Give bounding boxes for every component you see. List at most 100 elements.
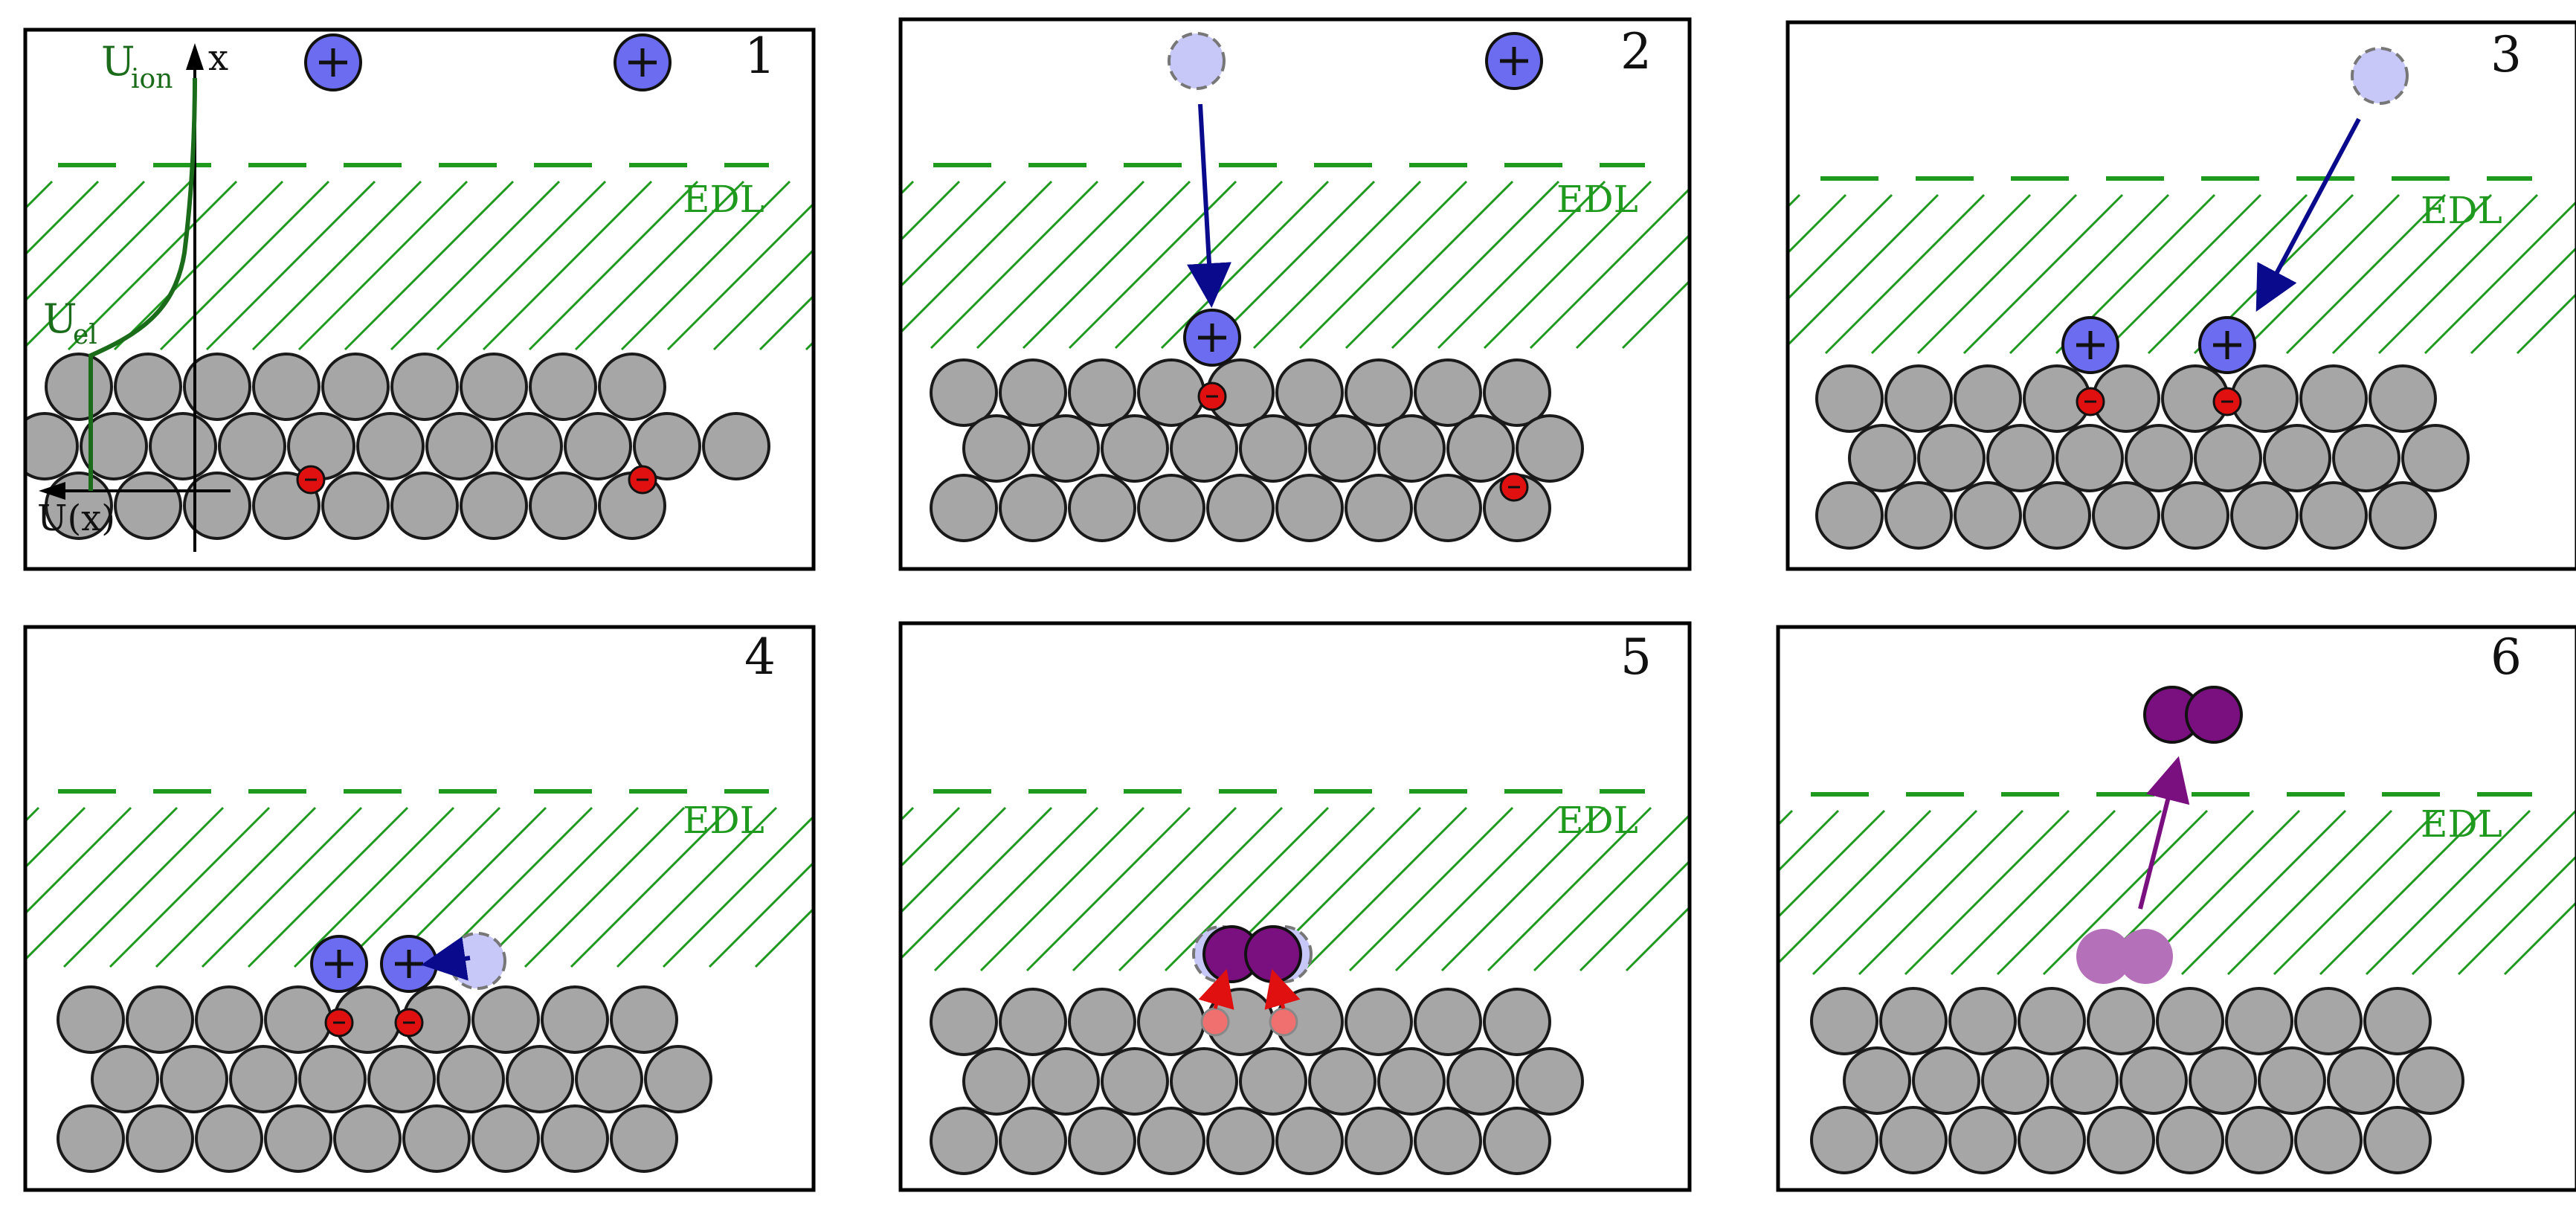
metal-atom <box>2119 1046 2188 1115</box>
metal-atom <box>390 353 459 421</box>
hatch-line <box>759 294 814 351</box>
metal-atom <box>529 353 597 421</box>
metal-atom <box>437 1045 505 1113</box>
metal-atom <box>1031 1047 1100 1116</box>
metal-atom <box>1810 1106 1878 1174</box>
electron-faded <box>1269 1007 1298 1037</box>
metal-atom <box>702 412 770 480</box>
hatch-line <box>976 180 1145 350</box>
metal-atom <box>160 1045 228 1113</box>
h2-molecule <box>2143 686 2243 744</box>
hatch-line <box>754 907 814 968</box>
panel-content <box>901 789 1690 1175</box>
metal-atom <box>930 474 998 542</box>
metal-atom <box>114 472 182 540</box>
metal-atom <box>218 412 286 480</box>
metal-atom <box>1206 1107 1275 1175</box>
metal-atom <box>1981 1046 2049 1115</box>
incoming-ion-ghost <box>2351 47 2409 105</box>
metal-atom <box>495 412 563 480</box>
hatch-line <box>1778 809 1886 919</box>
metal-atom <box>2363 987 2432 1055</box>
hatch-line <box>708 860 814 968</box>
metal-atom <box>1345 1107 1413 1175</box>
electron <box>296 465 326 495</box>
hatch-line <box>1778 809 1794 827</box>
metal-atom <box>1137 474 1205 542</box>
hatch-line <box>1483 180 1652 350</box>
metal-atom <box>1446 1047 1515 1116</box>
electron <box>2212 387 2242 416</box>
metal-atom <box>1345 988 1413 1056</box>
metal-atom <box>999 474 1067 542</box>
hatch-line <box>25 180 146 303</box>
metal-atom <box>1954 481 2022 550</box>
metal-atom <box>195 1104 263 1173</box>
ion-path-arrow <box>421 936 471 981</box>
electron <box>628 465 657 495</box>
ion-path-arrow <box>1187 103 1231 308</box>
metal-atom <box>2018 1106 2086 1174</box>
forming-h2-molecule <box>1202 925 1302 983</box>
electrode-atoms <box>25 353 770 540</box>
hatch-line <box>1812 809 1978 976</box>
metal-atom <box>1275 358 1344 427</box>
desorption-arrow <box>2138 756 2190 910</box>
metal-atom <box>2332 424 2400 492</box>
u-ion-label: U <box>101 38 135 85</box>
metal-atom <box>425 412 494 480</box>
potential-curve <box>88 77 197 491</box>
hatch-line <box>1916 193 2078 355</box>
panel-content <box>25 43 814 552</box>
metal-atom <box>1031 414 1100 483</box>
hatch-line <box>159 180 330 351</box>
metal-atom <box>529 472 597 540</box>
hatch-line <box>805 340 814 351</box>
hatch-line <box>1072 806 1237 972</box>
metal-atom <box>1948 987 2017 1055</box>
metal-atom <box>1843 1046 1911 1115</box>
metal-atom <box>264 985 332 1054</box>
hatch-line <box>1160 180 1330 350</box>
u-el-label: U <box>43 295 77 342</box>
metal-atom <box>962 1047 1031 1116</box>
proton-ion <box>2198 316 2256 374</box>
metal-atom <box>610 1104 678 1173</box>
potential-axes <box>39 43 231 552</box>
hatch-line <box>25 806 40 823</box>
metal-atom <box>367 1045 436 1113</box>
hatch-line <box>901 180 961 242</box>
metal-atom <box>390 472 459 540</box>
metal-atom <box>2401 424 2470 492</box>
metal-atom <box>506 1045 574 1113</box>
metal-atom <box>195 985 263 1054</box>
metal-atom <box>1068 474 1136 542</box>
electrode-atoms <box>1810 987 2464 1174</box>
metal-atom <box>45 353 113 421</box>
electron-circle <box>1269 1007 1298 1037</box>
proton-ion <box>614 33 672 91</box>
electron-faded <box>1200 1007 1230 1037</box>
metal-atom <box>2299 364 2368 433</box>
panel-number: 6 <box>2490 628 2522 686</box>
metal-atom <box>2263 424 2331 492</box>
metal-atom <box>2087 1106 2155 1174</box>
hatch-line <box>1788 193 1847 255</box>
hatch-line <box>205 180 376 351</box>
metal-atom <box>1810 987 1878 1055</box>
metal-atom <box>1068 1107 1136 1175</box>
edl-label: EDL <box>1556 799 1638 842</box>
metal-atom <box>1954 364 2022 433</box>
hatch-line <box>901 180 1053 335</box>
metal-atom <box>2225 987 2293 1055</box>
electrode-atoms <box>1815 364 2470 550</box>
x-axis-arrowhead <box>186 43 204 70</box>
edl-hatching <box>25 806 814 968</box>
hatch-line <box>25 806 132 916</box>
metal-atom <box>1912 1046 1980 1115</box>
